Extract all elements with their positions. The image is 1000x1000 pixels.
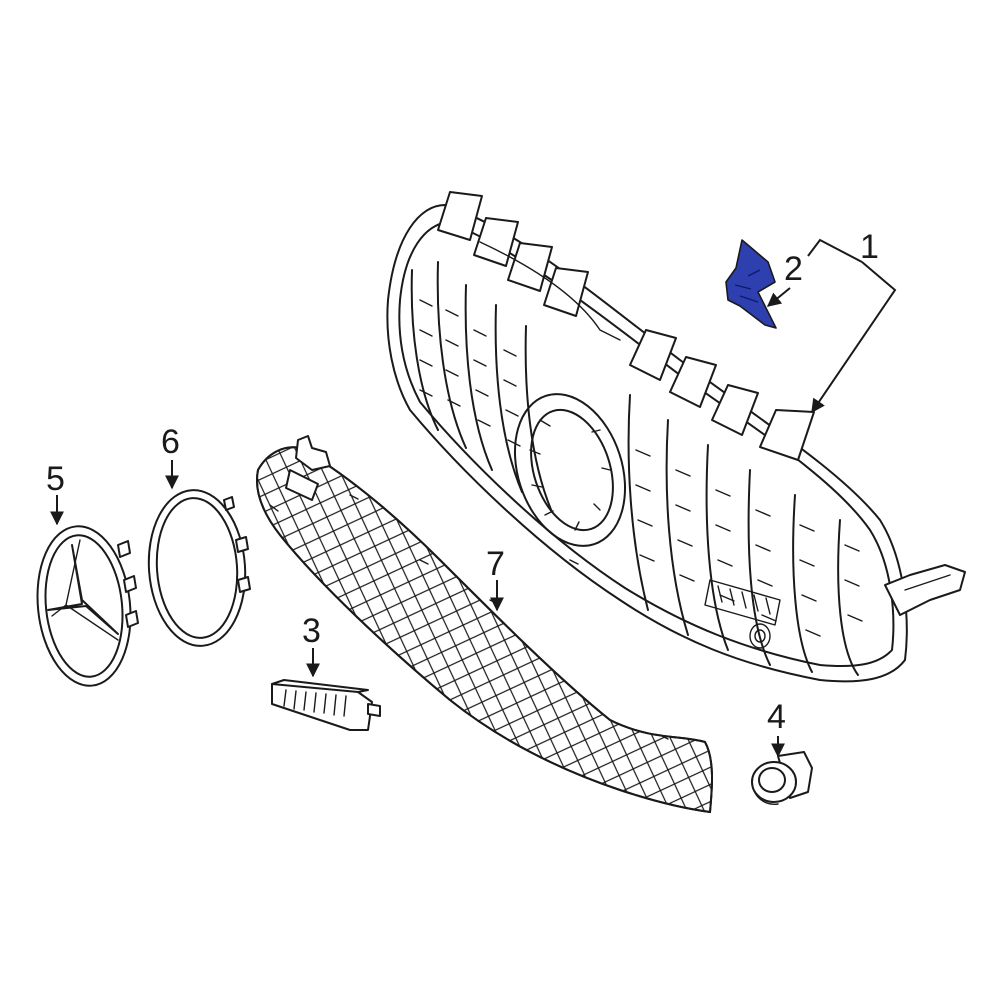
callout-2: 2 bbox=[784, 250, 803, 288]
leader-1-to-2 bbox=[807, 238, 863, 263]
emblem-ring-part-6[interactable] bbox=[144, 487, 251, 649]
leader-1-arrow bbox=[811, 261, 897, 414]
lower-grille-part-7[interactable] bbox=[256, 435, 714, 814]
sensor-part-4[interactable] bbox=[751, 751, 813, 805]
leader-2-arrow bbox=[766, 287, 791, 307]
bracket-part-2[interactable] bbox=[725, 239, 777, 329]
callout-3: 3 bbox=[302, 612, 321, 650]
clip-part-3[interactable] bbox=[271, 679, 381, 731]
star-emblem-part-5[interactable] bbox=[30, 522, 139, 691]
callout-1: 1 bbox=[860, 228, 879, 266]
callout-5: 5 bbox=[46, 460, 65, 498]
callout-6: 6 bbox=[161, 423, 180, 461]
callout-7: 7 bbox=[486, 545, 505, 583]
leader-lines bbox=[50, 238, 897, 758]
grille-part-1[interactable] bbox=[386, 191, 966, 683]
callout-4: 4 bbox=[767, 698, 786, 736]
callouts: 1 2 3 4 5 6 7 bbox=[46, 228, 879, 736]
